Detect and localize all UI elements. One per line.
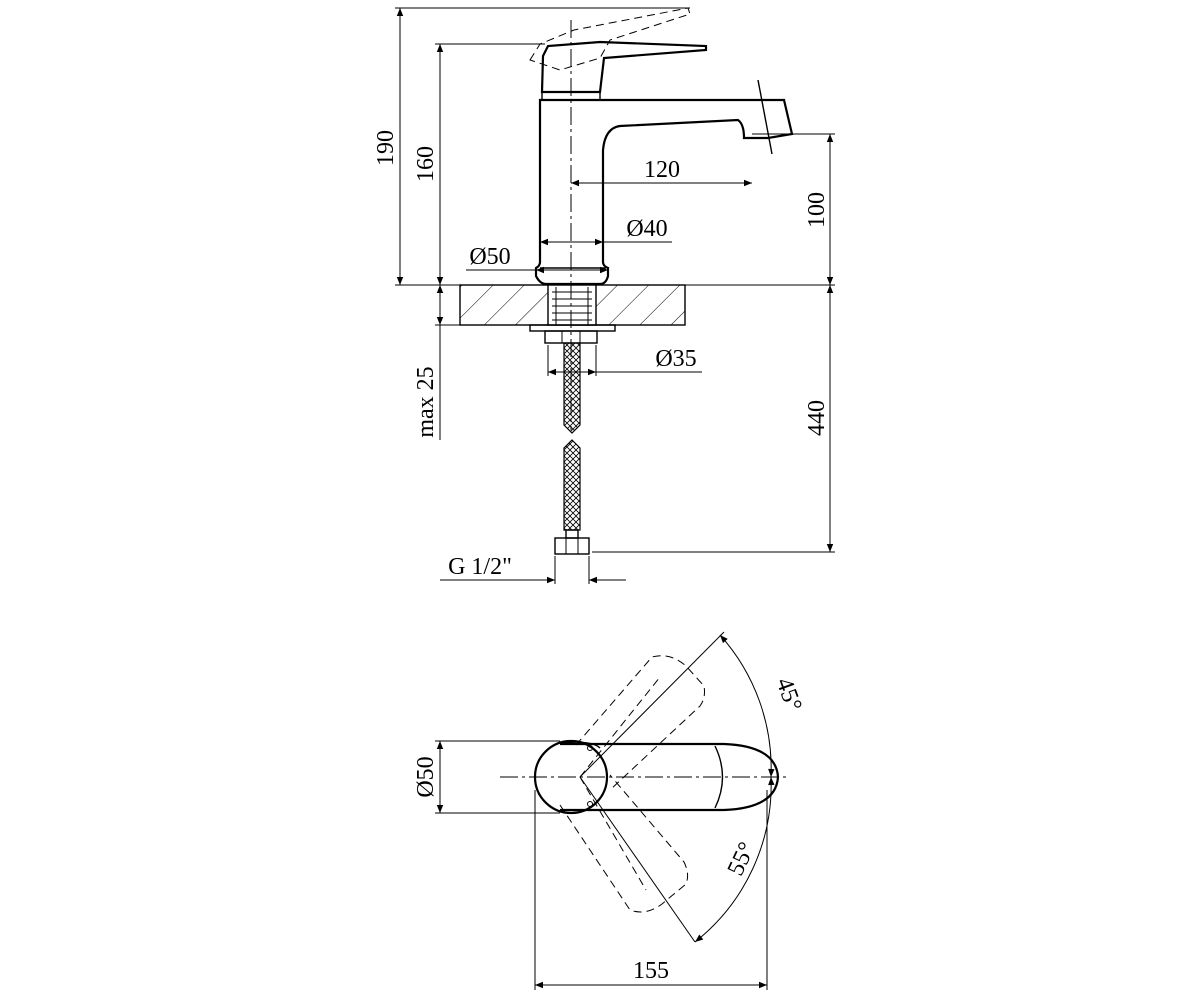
shank-cutout [547, 284, 597, 326]
hose-lower [563, 439, 581, 531]
top-view: 45° 55° Ø50 155 [413, 631, 807, 990]
faucet-body [534, 98, 794, 286]
dim-diameter-40: Ø40 [626, 216, 667, 242]
threaded-shank [552, 287, 592, 325]
dim-thread: G 1/2" [448, 554, 512, 580]
dim-angle-45: 45° [771, 674, 807, 714]
side-view: 190 160 120 100 Ø40 Ø50 Ø35 max 25 [373, 7, 835, 584]
dim-160: 160 [413, 146, 439, 182]
lever-handle [540, 40, 708, 94]
hose-ferrule [565, 529, 579, 539]
hose-fitting-nut [554, 537, 590, 555]
dim-440: 440 [804, 400, 830, 436]
hose-upper [563, 342, 581, 434]
dim-120: 120 [644, 157, 680, 183]
lever-raised-position [529, 7, 691, 71]
dim-190: 190 [373, 130, 399, 166]
dim-155: 155 [633, 958, 669, 984]
dim-100: 100 [804, 192, 830, 228]
dim-diameter-35: Ø35 [655, 346, 696, 372]
dim-angle-55: 55° [723, 838, 761, 879]
dim-diameter-50: Ø50 [469, 244, 510, 270]
dim-max-25: max 25 [413, 366, 439, 437]
angle-arc-45 [719, 634, 775, 778]
lever-rotated-right [559, 774, 689, 913]
lever-rotated-left [575, 655, 705, 791]
angle-arc-55 [694, 776, 775, 943]
washer [529, 324, 616, 332]
dim-top-diameter-50: Ø50 [413, 756, 439, 797]
